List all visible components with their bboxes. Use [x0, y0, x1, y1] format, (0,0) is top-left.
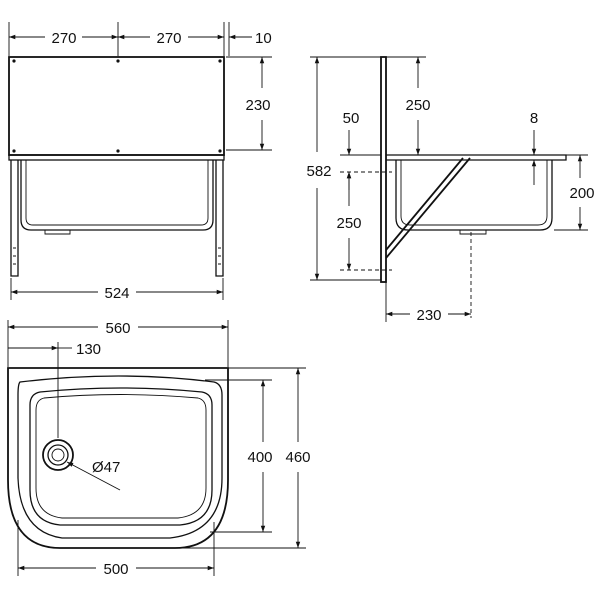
front-drain-outlet	[44, 230, 71, 235]
dim-width-left: 270	[51, 30, 76, 47]
top-bowl	[29, 387, 213, 526]
dim-bracket-projection: 230	[416, 307, 441, 324]
side-rim	[386, 154, 567, 161]
dim-bowl-width: 500	[103, 561, 128, 578]
side-drain-outlet	[459, 230, 487, 235]
dim-rim-thickness: 8	[530, 110, 538, 127]
dim-overall-width-front: 524	[104, 285, 129, 302]
mounting-hole	[218, 59, 222, 63]
front-view: 270 270 10 230 524	[8, 22, 272, 302]
dim-drain-diameter: Ø47	[92, 459, 120, 476]
dim-rim-offset: 50	[343, 110, 360, 127]
front-bowl	[20, 160, 214, 231]
mounting-hole	[12, 149, 16, 153]
front-rim	[8, 154, 225, 161]
front-leg-left	[10, 160, 19, 277]
mounting-hole	[116, 59, 120, 63]
side-wall-plate	[380, 56, 387, 283]
dim-bowl-depth-side: 200	[569, 185, 594, 202]
dim-bowl-depth-top: 400	[247, 449, 272, 466]
dim-splash-height: 230	[245, 97, 270, 114]
dim-splash-height-side: 250	[405, 97, 430, 114]
dim-drain-offset: 130	[76, 341, 101, 358]
top-rim-outline	[17, 375, 223, 539]
side-bracket	[385, 157, 471, 259]
top-view: Ø47 560 130 400	[7, 320, 311, 578]
dim-bracket-height: 250	[336, 215, 361, 232]
front-backsplash-panel	[8, 56, 225, 156]
dim-width-right: 270	[156, 30, 181, 47]
dim-gap: 10	[255, 30, 272, 47]
front-leg-right	[215, 160, 224, 277]
side-view: 582 250 50 250 8	[306, 56, 595, 324]
mounting-hole	[218, 149, 222, 153]
dim-total-height: 582	[306, 163, 331, 180]
mounting-hole	[12, 59, 16, 63]
drain	[42, 439, 74, 471]
dim-overall-depth: 460	[285, 449, 310, 466]
mounting-hole	[116, 149, 120, 153]
dim-overall-width-top: 560	[105, 320, 130, 337]
side-bowl	[395, 160, 553, 231]
